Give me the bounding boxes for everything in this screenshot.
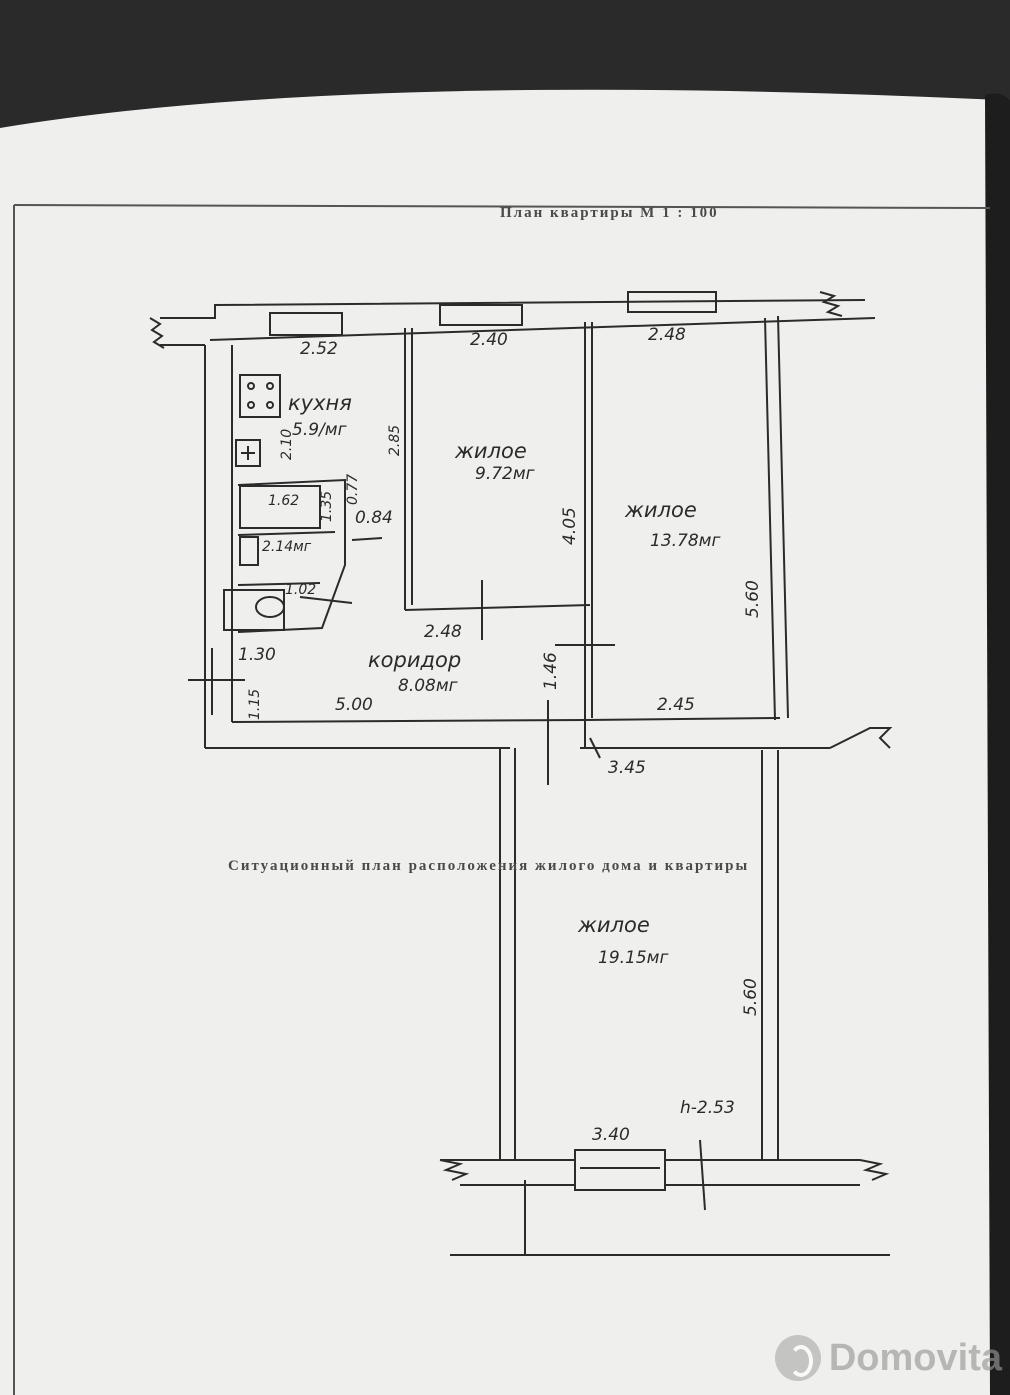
dim-kitchen-length: 2.85 [387, 424, 403, 456]
room1-label: жилое [455, 439, 527, 463]
room2-area: 13.78мг [650, 531, 721, 551]
room3-label: жилое [578, 913, 650, 937]
kitchen-area: 5.9/мг [292, 420, 347, 440]
dim-room2-width: 2.48 [648, 325, 686, 345]
dim-corridor-width: 2.48 [424, 622, 462, 642]
domovita-logo-text: Domovita [828, 1336, 1002, 1379]
dim-door-084: 0.84 [355, 508, 393, 528]
bathroom-area: 2.14мг [262, 539, 312, 555]
dim-245: 2.45 [657, 695, 695, 715]
room3-area: 19.15мг [598, 948, 669, 968]
kitchen-label: кухня [288, 391, 352, 415]
dim-kitchen-width: 2.52 [300, 339, 338, 359]
toilet-area: 1.02 [285, 582, 317, 598]
domovita-logo-icon [774, 1335, 821, 1381]
dim-room3-length: 5.60 [741, 978, 761, 1016]
dim-130: 1.30 [238, 645, 276, 665]
dim-bath-width: 1.35 [319, 490, 335, 522]
dim-door-077: 0.77 [345, 473, 361, 505]
dim-room3-width: 3.45 [608, 758, 646, 778]
dim-room1-length: 4.05 [560, 507, 580, 545]
room1-area: 9.72мг [475, 464, 535, 484]
dim-room3-window: 3.40 [592, 1125, 630, 1145]
dim-kitchen-wall: 2.10 [279, 428, 295, 460]
dim-115: 1.15 [247, 688, 263, 720]
dim-corridor-length: 5.00 [335, 695, 373, 715]
dim-room1-width: 2.40 [470, 330, 508, 350]
dim-bath-length: 1.62 [268, 493, 300, 509]
ceiling-height: h-2.53 [680, 1098, 735, 1118]
room2-label: жилое [625, 498, 697, 522]
dim-room2-length: 5.60 [743, 580, 763, 618]
plan-title: План квартиры М 1 : 100 [500, 205, 719, 221]
dim-corridor-146: 1.46 [541, 652, 561, 690]
corridor-label: коридор [368, 648, 462, 672]
situational-plan-title: Ситуационный план расположения жилого до… [228, 858, 750, 874]
domovita-watermark: Domovita [774, 1335, 1002, 1381]
corridor-area: 8.08мг [398, 676, 458, 696]
